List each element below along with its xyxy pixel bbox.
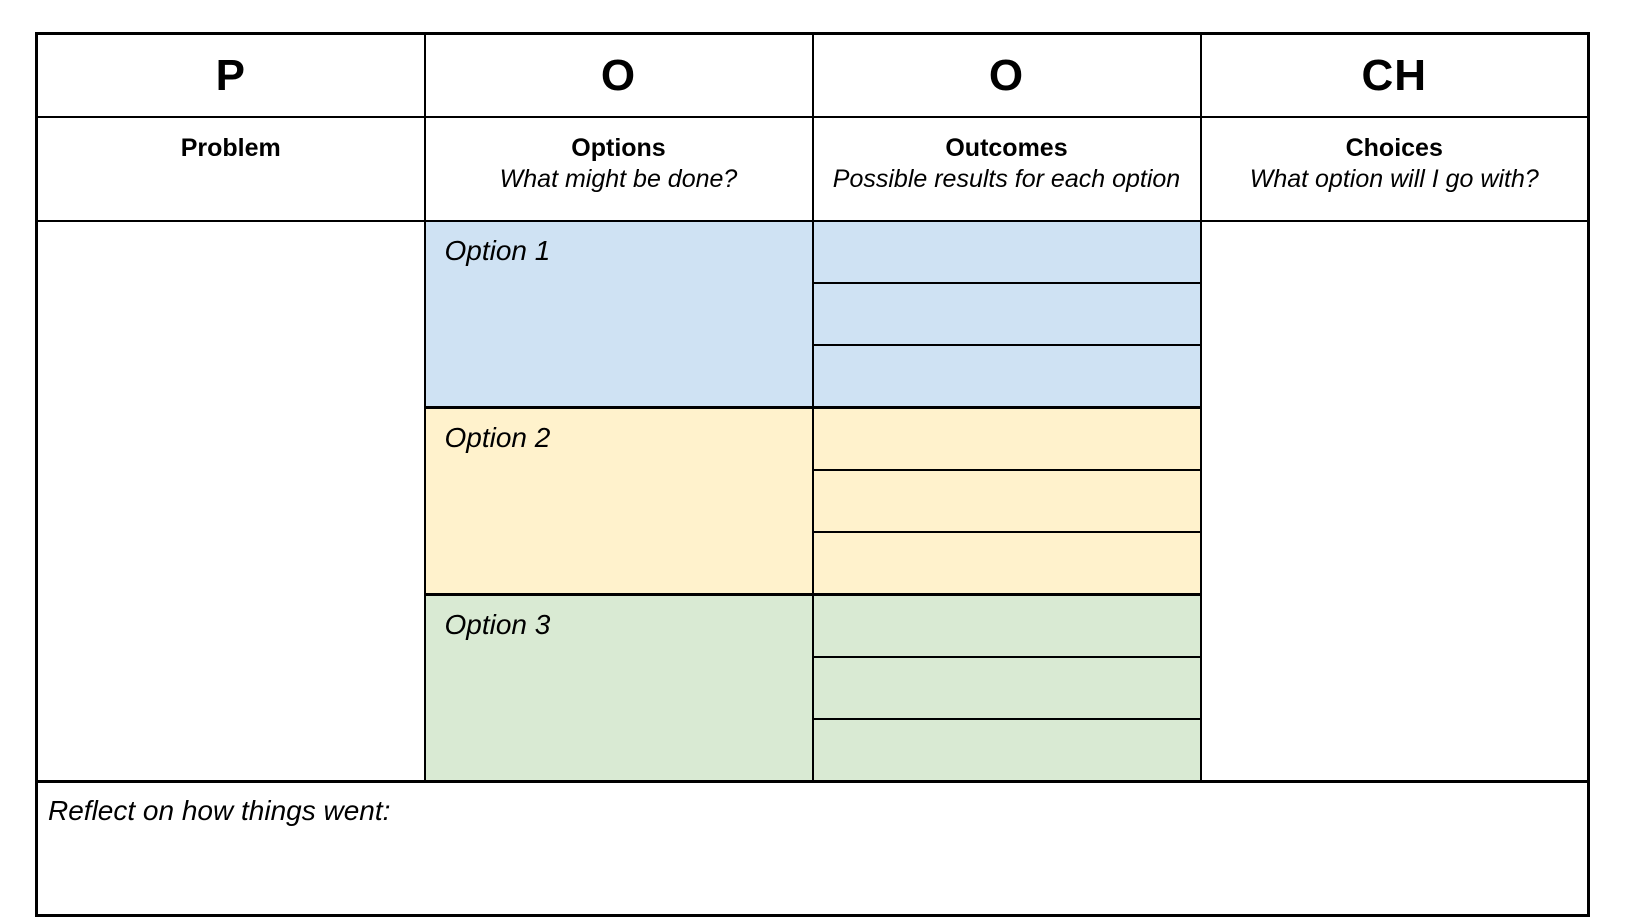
choices-subtitle: What option will I go with? xyxy=(1249,165,1539,194)
option-3-label: Option 3 xyxy=(444,609,551,640)
option-2-outcome-3-cell[interactable] xyxy=(811,531,1202,596)
header-letter-ch: CH xyxy=(1199,32,1590,118)
header-outcomes: Outcomes Possible results for each optio… xyxy=(811,116,1202,222)
option-1-outcome-1-cell[interactable] xyxy=(811,220,1202,284)
reflect-cell[interactable]: Reflect on how things went: xyxy=(35,780,1590,917)
option-2-outcome-1-cell[interactable] xyxy=(811,406,1202,471)
option-1-cell[interactable]: Option 1 xyxy=(423,220,814,409)
pooch-table: P O O CH Problem Options What might be d… xyxy=(35,32,1590,917)
reflect-label: Reflect on how things went: xyxy=(48,795,391,826)
option-2-label: Option 2 xyxy=(444,422,551,453)
title-header-row: Problem Options What might be done? Outc… xyxy=(35,116,1590,222)
options-title: Options xyxy=(571,134,666,162)
problem-input-cell[interactable] xyxy=(35,220,426,783)
option-3-outcome-3-cell[interactable] xyxy=(811,718,1202,783)
option-2-outcome-2-cell[interactable] xyxy=(811,469,1202,533)
header-letter-o1: O xyxy=(423,32,814,118)
option-3-cell[interactable]: Option 3 xyxy=(423,593,814,783)
options-subtitle: What might be done? xyxy=(499,165,738,194)
choices-input-cell[interactable] xyxy=(1199,220,1590,783)
header-choices: Choices What option will I go with? xyxy=(1199,116,1590,222)
choices-title: Choices xyxy=(1345,134,1443,162)
header-options: Options What might be done? xyxy=(423,116,814,222)
pooch-worksheet: P O O CH Problem Options What might be d… xyxy=(35,32,1590,917)
option-2-cell[interactable]: Option 2 xyxy=(423,406,814,596)
header-letter-p: P xyxy=(35,32,426,118)
outcomes-subtitle: Possible results for each option xyxy=(832,165,1181,194)
option-3-outcome-2-cell[interactable] xyxy=(811,656,1202,720)
outcomes-title: Outcomes xyxy=(945,134,1068,162)
header-problem: Problem xyxy=(35,116,426,222)
letter-header-row: P O O CH xyxy=(35,32,1590,118)
option-1-outcome-2-cell[interactable] xyxy=(811,282,1202,346)
header-letter-o2: O xyxy=(811,32,1202,118)
option-1-outcome-3-cell[interactable] xyxy=(811,344,1202,409)
option-3-outcome-1-cell[interactable] xyxy=(811,593,1202,658)
problem-title: Problem xyxy=(180,134,281,162)
option-1-label: Option 1 xyxy=(444,235,551,266)
